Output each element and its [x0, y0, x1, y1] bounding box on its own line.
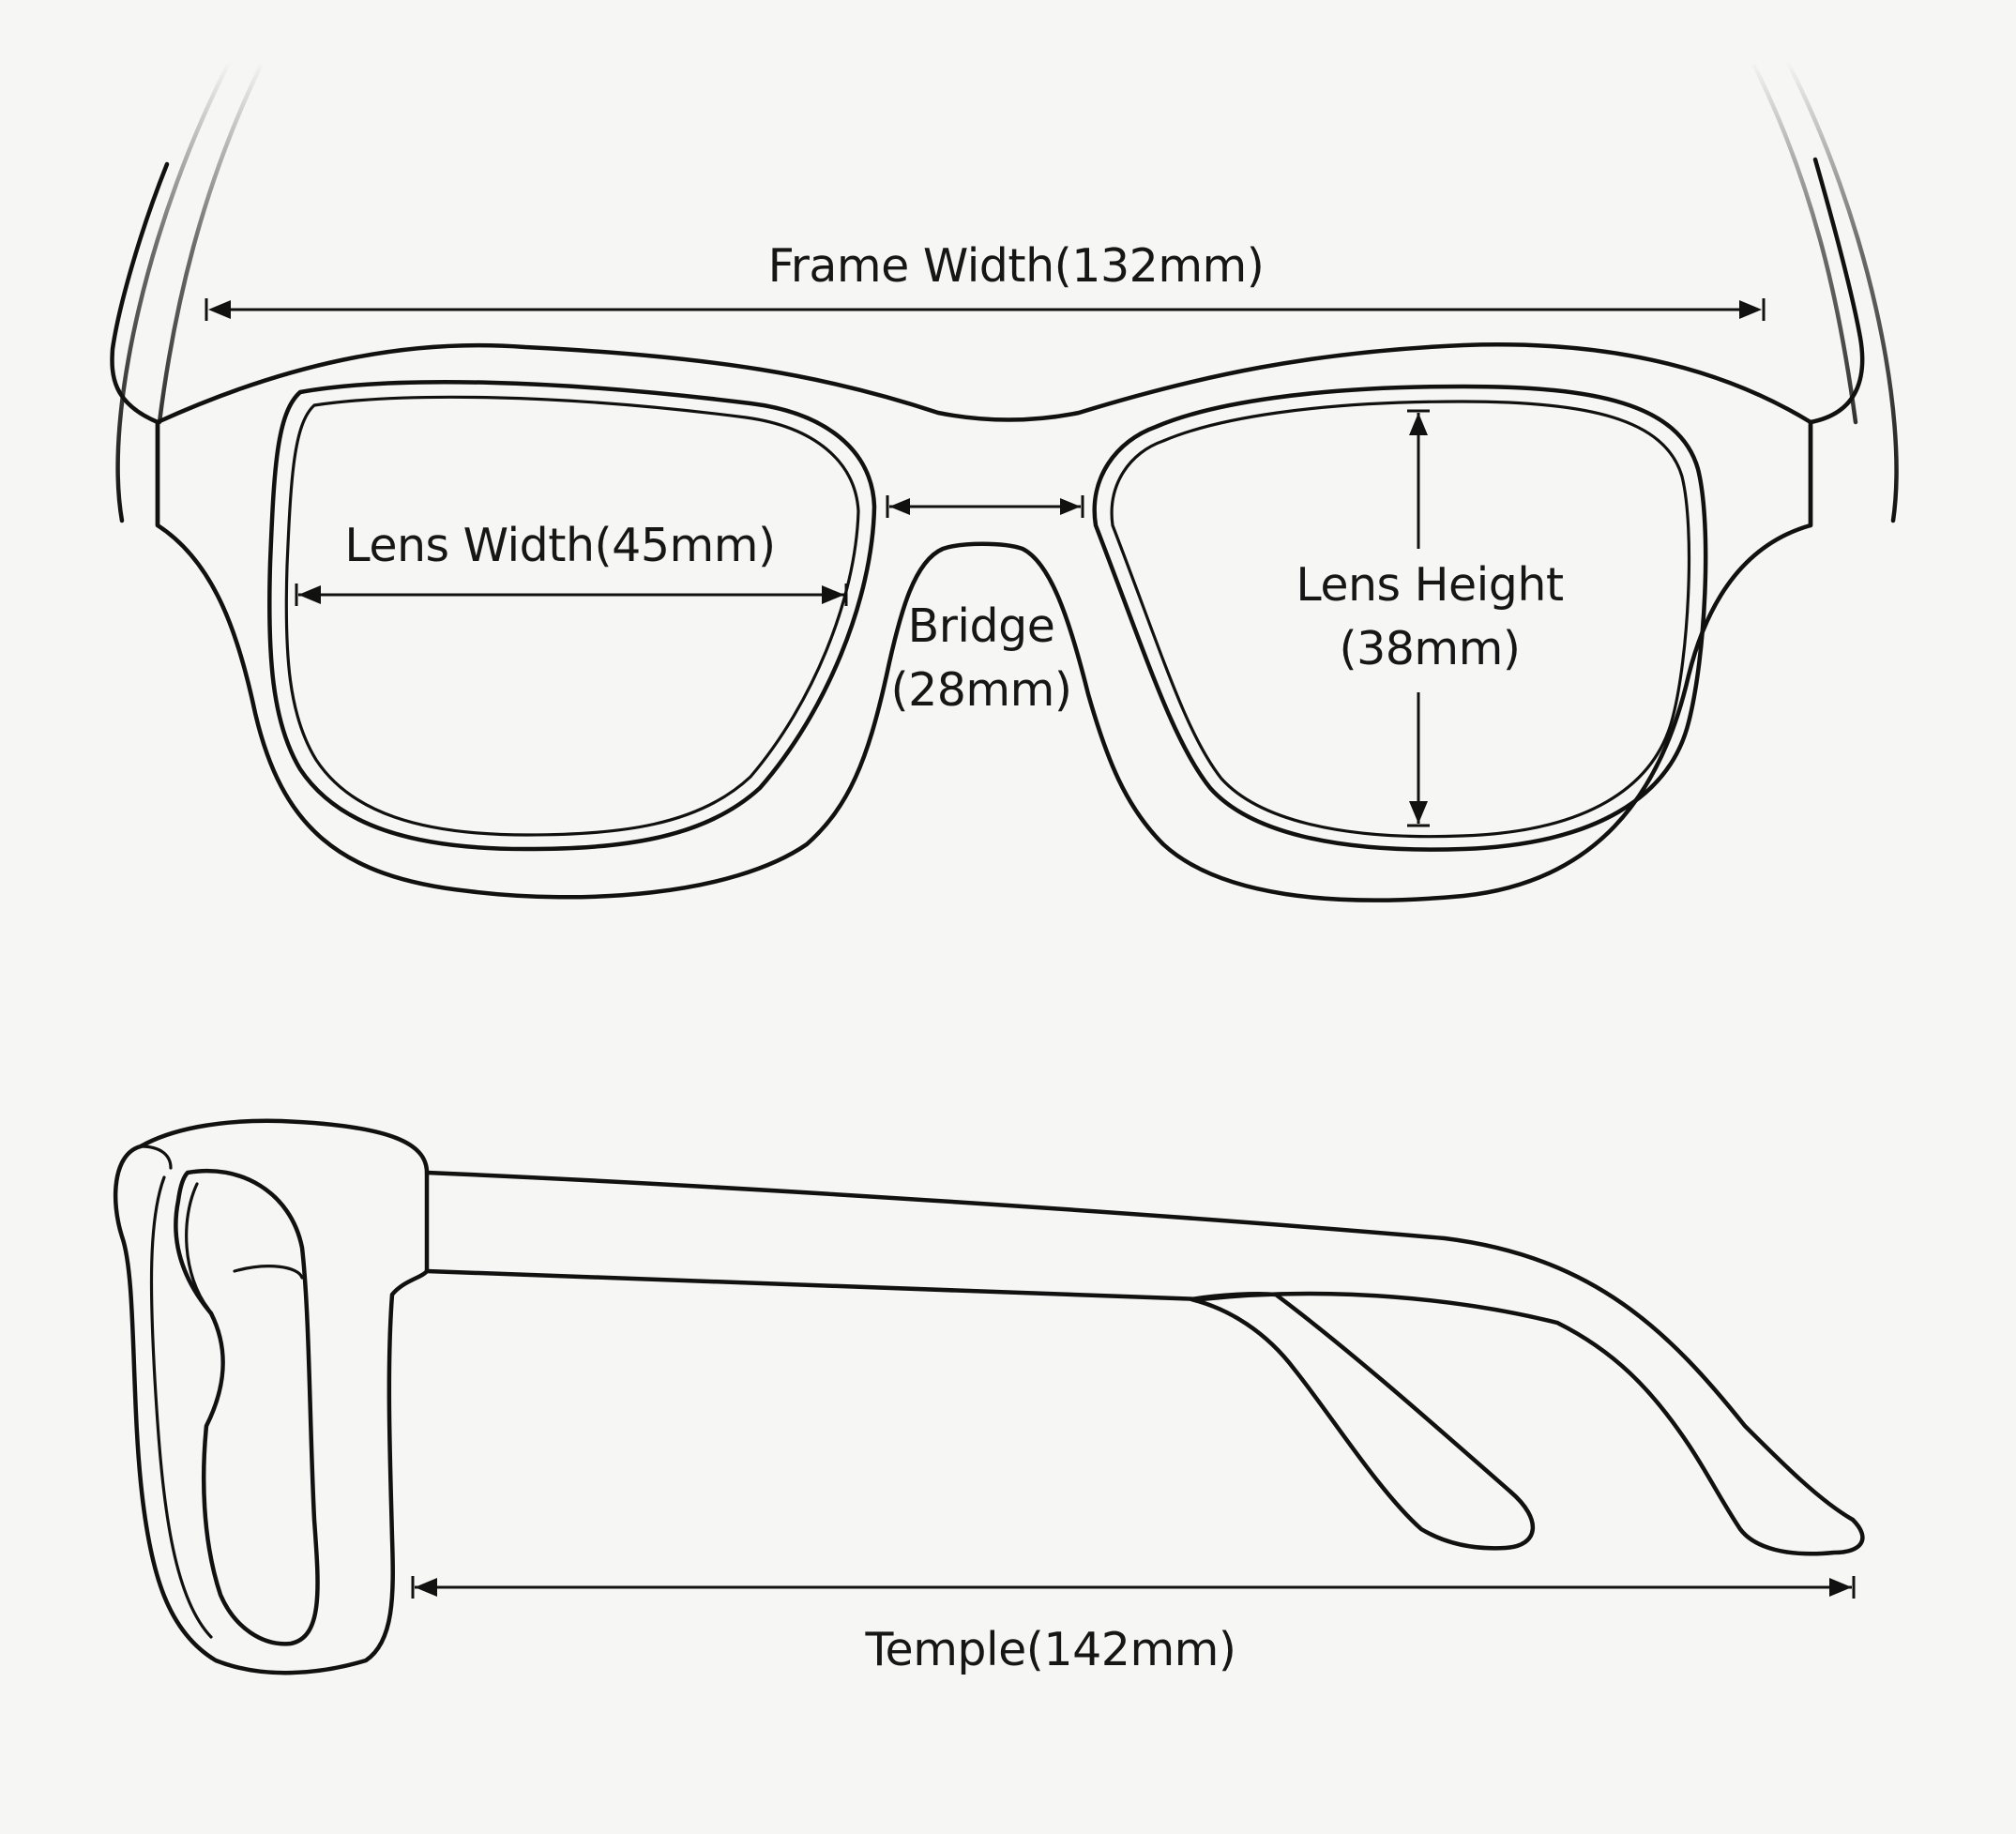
bridge-label-line2: (28mm)	[890, 663, 1071, 717]
lens-height-dimension: Lens Height (38mm)	[1296, 409, 1564, 827]
left-temple-arm	[115, 58, 264, 523]
side-temple-tip	[1189, 1292, 1536, 1551]
right-lens-outer	[1092, 384, 1708, 852]
bridge-dimension: Bridge (28mm)	[886, 495, 1084, 717]
lens-height-label-line1: Lens Height	[1296, 558, 1564, 612]
bridge-label-line1: Bridge	[908, 599, 1055, 653]
left-lens-inner	[284, 395, 860, 837]
frame-width-dimension: Frame Width(132mm)	[205, 239, 1766, 321]
front-view	[110, 58, 1899, 902]
side-lens-inner	[185, 1182, 304, 1311]
frame-width-label: Frame Width(132mm)	[768, 239, 1265, 293]
side-temple-arm	[424, 1170, 1865, 1556]
frame-outline	[155, 342, 1813, 902]
lens-width-label: Lens Width(45mm)	[344, 519, 775, 572]
left-hinge	[110, 161, 170, 425]
left-lens-outer	[267, 380, 877, 852]
right-lens-inner	[1110, 400, 1691, 839]
side-view	[113, 1118, 1865, 1675]
side-frame-front	[113, 1118, 430, 1675]
side-frame-front-inner	[139, 1144, 213, 1639]
right-hinge	[1808, 157, 1865, 425]
lens-height-label-line2: (38mm)	[1339, 622, 1520, 675]
side-lens	[174, 1168, 320, 1646]
lens-width-dimension: Lens Width(45mm)	[295, 519, 848, 606]
temple-dimension: Temple(142mm)	[411, 1576, 1856, 1676]
temple-label: Temple(142mm)	[864, 1623, 1235, 1676]
right-temple-arm	[1751, 58, 1899, 523]
